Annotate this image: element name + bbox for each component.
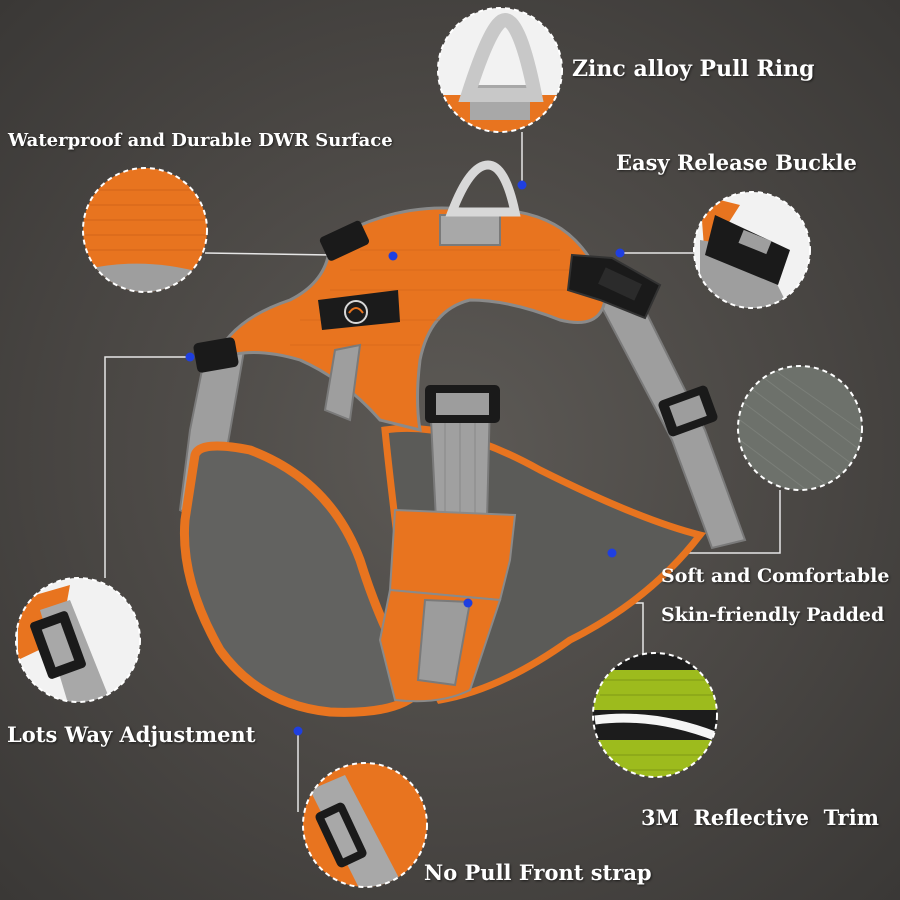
adjuster-slider-center <box>425 385 500 423</box>
label-front-strap: No Pull Front strap <box>424 860 652 885</box>
label-soft-comfortable: Soft and Comfortable <box>661 565 890 587</box>
release-buckle <box>566 253 662 320</box>
label-reflective-trim: 3M Reflective Trim <box>641 805 879 830</box>
front-lower-strap <box>416 598 472 687</box>
dot-padded <box>607 548 617 558</box>
label-release-buckle: Easy Release Buckle <box>616 150 857 175</box>
adjuster-slider-top <box>319 220 370 261</box>
dot-pull-ring <box>517 180 527 190</box>
connector-adjustment <box>104 356 190 578</box>
callout-dots <box>185 180 625 736</box>
dot-buckle <box>615 248 625 258</box>
detail-dwr-surface <box>82 167 208 293</box>
detail-adjustment <box>15 577 141 703</box>
detail-padded-fabric <box>737 365 863 491</box>
dot-front-strap <box>293 726 303 736</box>
harness-illustration <box>178 160 747 717</box>
adjuster-slider-right <box>658 385 718 437</box>
logo-patch <box>318 290 400 330</box>
detail-release-buckle <box>693 191 811 309</box>
detail-front-strap <box>302 762 428 888</box>
label-skin-friendly-padded: Skin-friendly Padded <box>661 604 885 626</box>
belly-pad <box>179 441 426 717</box>
detail-pull-ring <box>437 7 563 133</box>
pull-ring <box>445 160 521 217</box>
dot-adjustment <box>185 352 195 362</box>
adjuster-slider-left <box>193 337 239 373</box>
label-pull-ring: Zinc alloy Pull Ring <box>572 56 815 82</box>
label-adjustment: Lots Way Adjustment <box>7 722 256 747</box>
detail-reflective-trim <box>592 652 718 778</box>
chest-block <box>388 508 517 602</box>
back-panel <box>212 206 607 433</box>
label-dwr-surface: Waterproof and Durable DWR Surface <box>8 130 393 151</box>
dot-reflective <box>463 598 473 608</box>
top-strap-loop <box>439 214 501 246</box>
dot-dwr <box>388 251 398 261</box>
